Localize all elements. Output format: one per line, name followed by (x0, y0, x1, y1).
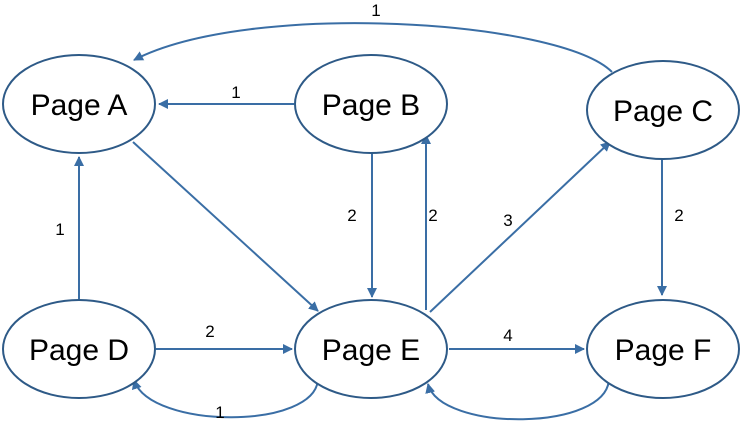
edge-e-to-c (429, 141, 611, 313)
edge-c-to-a (133, 22, 613, 73)
edge-label-d-to-a: 1 (55, 220, 64, 239)
edge-label-b-to-e: 2 (347, 206, 356, 225)
node-page-e: Page E (294, 299, 448, 399)
node-label: Page F (615, 334, 712, 367)
edge-label-e-to-d: 1 (215, 403, 224, 422)
edge-label-e-to-b: 2 (428, 206, 437, 225)
edge-f-to-e (425, 377, 610, 421)
node-label: Page D (29, 334, 129, 367)
node-label: Page E (322, 334, 420, 367)
edge-label-b-to-a: 1 (231, 83, 240, 102)
node-page-c: Page C (586, 60, 740, 160)
node-page-b: Page B (294, 54, 448, 154)
edge-e-to-d (132, 377, 319, 419)
edge-label-c-to-a: 1 (371, 1, 380, 20)
edge-a-to-e (132, 141, 319, 312)
node-page-d: Page D (2, 299, 156, 399)
node-label: Page C (613, 95, 713, 128)
edge-label-c-to-f: 2 (674, 206, 683, 225)
node-page-a: Page A (2, 54, 156, 154)
node-page-f: Page F (586, 299, 740, 399)
node-label: Page A (31, 89, 128, 122)
edge-label-e-to-c: 3 (503, 211, 512, 230)
edge-label-d-to-e: 2 (205, 322, 214, 341)
edge-label-e-to-f: 4 (503, 326, 512, 345)
node-label: Page B (322, 89, 420, 122)
